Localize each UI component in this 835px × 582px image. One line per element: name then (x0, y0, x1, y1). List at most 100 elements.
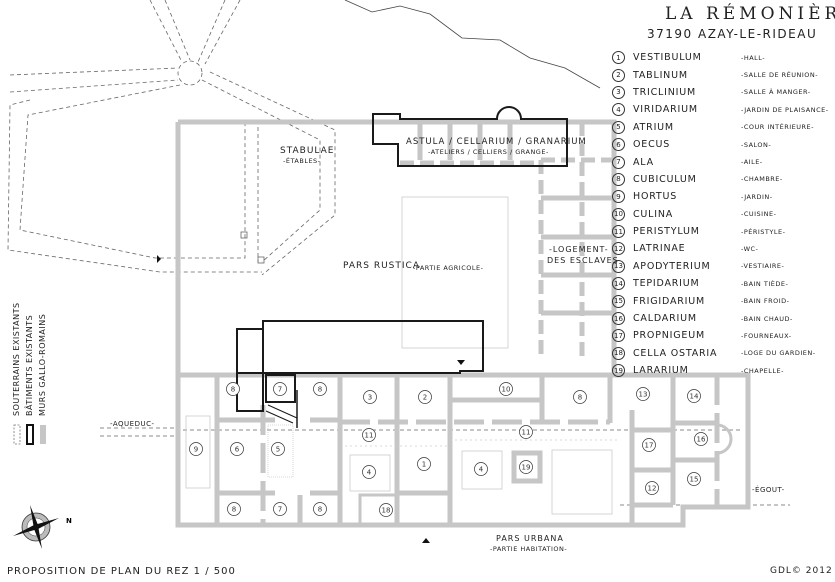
legend-item: 19 LARARIUM -chapelle- (612, 362, 829, 379)
entrance-arrow-icon (422, 538, 430, 543)
room-marker: 8 (313, 502, 327, 516)
french-name: -salle à manger- (741, 88, 811, 97)
latin-name: HORTUS (633, 191, 678, 203)
room-marker: 4 (362, 465, 376, 479)
latin-name: TRICLINIUM (633, 86, 696, 98)
room-number-badge: 2 (612, 68, 625, 82)
french-name: -cour intérieure- (741, 123, 814, 132)
legend-item: 10 CULINA -cuisine- (612, 206, 829, 223)
room-marker-circle (313, 382, 327, 396)
french-name: -wc- (741, 244, 759, 253)
room-marker-circle (226, 382, 240, 396)
legend-item: 11 PERISTYLUM -péristyle- (612, 223, 829, 240)
latin-name: LARARIUM (633, 365, 689, 377)
entrance-arrow-icon (457, 360, 465, 365)
room-number: 13 (639, 391, 648, 399)
room-marker: 17 (642, 438, 656, 452)
room-number: 14 (690, 393, 699, 401)
room-marker: 10 (499, 382, 513, 396)
partie-habitation-label: -partie habitation- (490, 545, 568, 553)
french-name: -bain froid- (741, 297, 790, 306)
french-name: -hall- (741, 53, 766, 62)
room-marker-circle (362, 465, 376, 479)
room-number: 16 (697, 436, 706, 444)
room-marker: 7 (273, 382, 287, 396)
room-marker: 19 (519, 460, 533, 474)
aqueduc-label: -AQUEDUC- (110, 420, 155, 428)
french-name: -aile- (741, 158, 763, 167)
wall-symbol (40, 425, 46, 444)
latin-name: FRIGIDARIUM (633, 295, 706, 307)
french-name: -vestiaire- (741, 262, 785, 271)
room-marker-circle (687, 472, 701, 486)
gallo-roman-walls (175, 119, 751, 528)
room-marker: 11 (362, 428, 376, 442)
latin-name: TEPIDARIUM (633, 278, 700, 290)
legend-item: 4 VIRIDARIUM -jardin de plaisance- (612, 101, 829, 118)
latin-name: APODYTERIUM (633, 260, 711, 272)
room-number: 11 (522, 429, 531, 437)
room-marker-circle (313, 502, 327, 516)
compass-rose-icon: N (13, 505, 72, 549)
room-number: 8 (318, 506, 322, 514)
arrow-icon (157, 255, 161, 263)
french-name: -loge du gardien- (741, 349, 816, 358)
latin-name: CELLA OSTARIA (633, 347, 718, 359)
room-marker-circle (273, 502, 287, 516)
room-number: 12 (648, 485, 657, 493)
egout-label: -ÉGOUT- (752, 486, 785, 494)
latin-name: CUBICULUM (633, 173, 697, 185)
room-number: 7 (278, 386, 282, 394)
room-marker-circle (362, 428, 376, 442)
room-number: 9 (194, 446, 198, 454)
legend-item: 2 TABLINUM -salle de réunion- (612, 66, 829, 83)
latin-name: TABLINUM (633, 69, 688, 81)
legend-item: 18 CELLA OSTARIA -loge du gardien- (612, 345, 829, 362)
legend-item: 9 HORTUS -jardin- (612, 188, 829, 205)
latin-name: VESTIBULUM (633, 52, 702, 64)
plan-caption: PROPOSITION DE PLAN DU REZ 1 / 500 (7, 566, 236, 577)
room-marker-circle (227, 502, 241, 516)
room-marker-circle (271, 442, 285, 456)
room-marker: 6 (230, 442, 244, 456)
latin-name: PROPNIGEUM (633, 330, 705, 342)
room-number: 18 (382, 507, 391, 515)
room-number: 8 (318, 386, 322, 394)
room-marker: 11 (519, 425, 533, 439)
room-number-badge: 12 (612, 242, 625, 256)
room-number: 2 (423, 394, 427, 402)
room-number: 4 (367, 469, 372, 477)
ateliers-label: -ateliers / celliers / grange- (428, 148, 549, 156)
room-number: 10 (502, 386, 511, 394)
room-number: 8 (578, 394, 582, 402)
room-marker: 4 (474, 462, 488, 476)
latin-name: CALDARIUM (633, 313, 697, 325)
room-marker: 9 (189, 442, 203, 456)
legend-item: 1 VESTIBULUM -hall- (612, 49, 829, 66)
french-name: -bain tiède- (741, 279, 789, 288)
room-marker-circle (636, 387, 650, 401)
room-marker: 3 (363, 390, 377, 404)
room-number-badge: 17 (612, 329, 625, 343)
room-number: 3 (368, 394, 372, 402)
room-number: 11 (365, 432, 374, 440)
latin-name: LATRINAE (633, 243, 686, 255)
french-name: -chambre- (741, 175, 783, 184)
room-marker-circle (519, 425, 533, 439)
room-marker-circle (379, 503, 393, 517)
room-number-badge: 5 (612, 120, 625, 134)
room-marker-circle (573, 390, 587, 404)
room-number: 8 (232, 506, 236, 514)
room-marker: 16 (694, 432, 708, 446)
legend-item: 13 APODYTERIUM -vestiaire- (612, 258, 829, 275)
legend-item: 14 TEPIDARIUM -bain tiède- (612, 275, 829, 292)
latin-name: PERISTYLUM (633, 226, 700, 238)
latin-name: CULINA (633, 208, 674, 220)
room-number-badge: 18 (612, 346, 625, 360)
courtyard-outlines (185, 196, 620, 515)
room-marker-circle (519, 460, 533, 474)
room-number-badge: 1 (612, 51, 625, 65)
room-number-badge: 10 (612, 207, 625, 221)
french-name: -salon- (741, 140, 772, 149)
